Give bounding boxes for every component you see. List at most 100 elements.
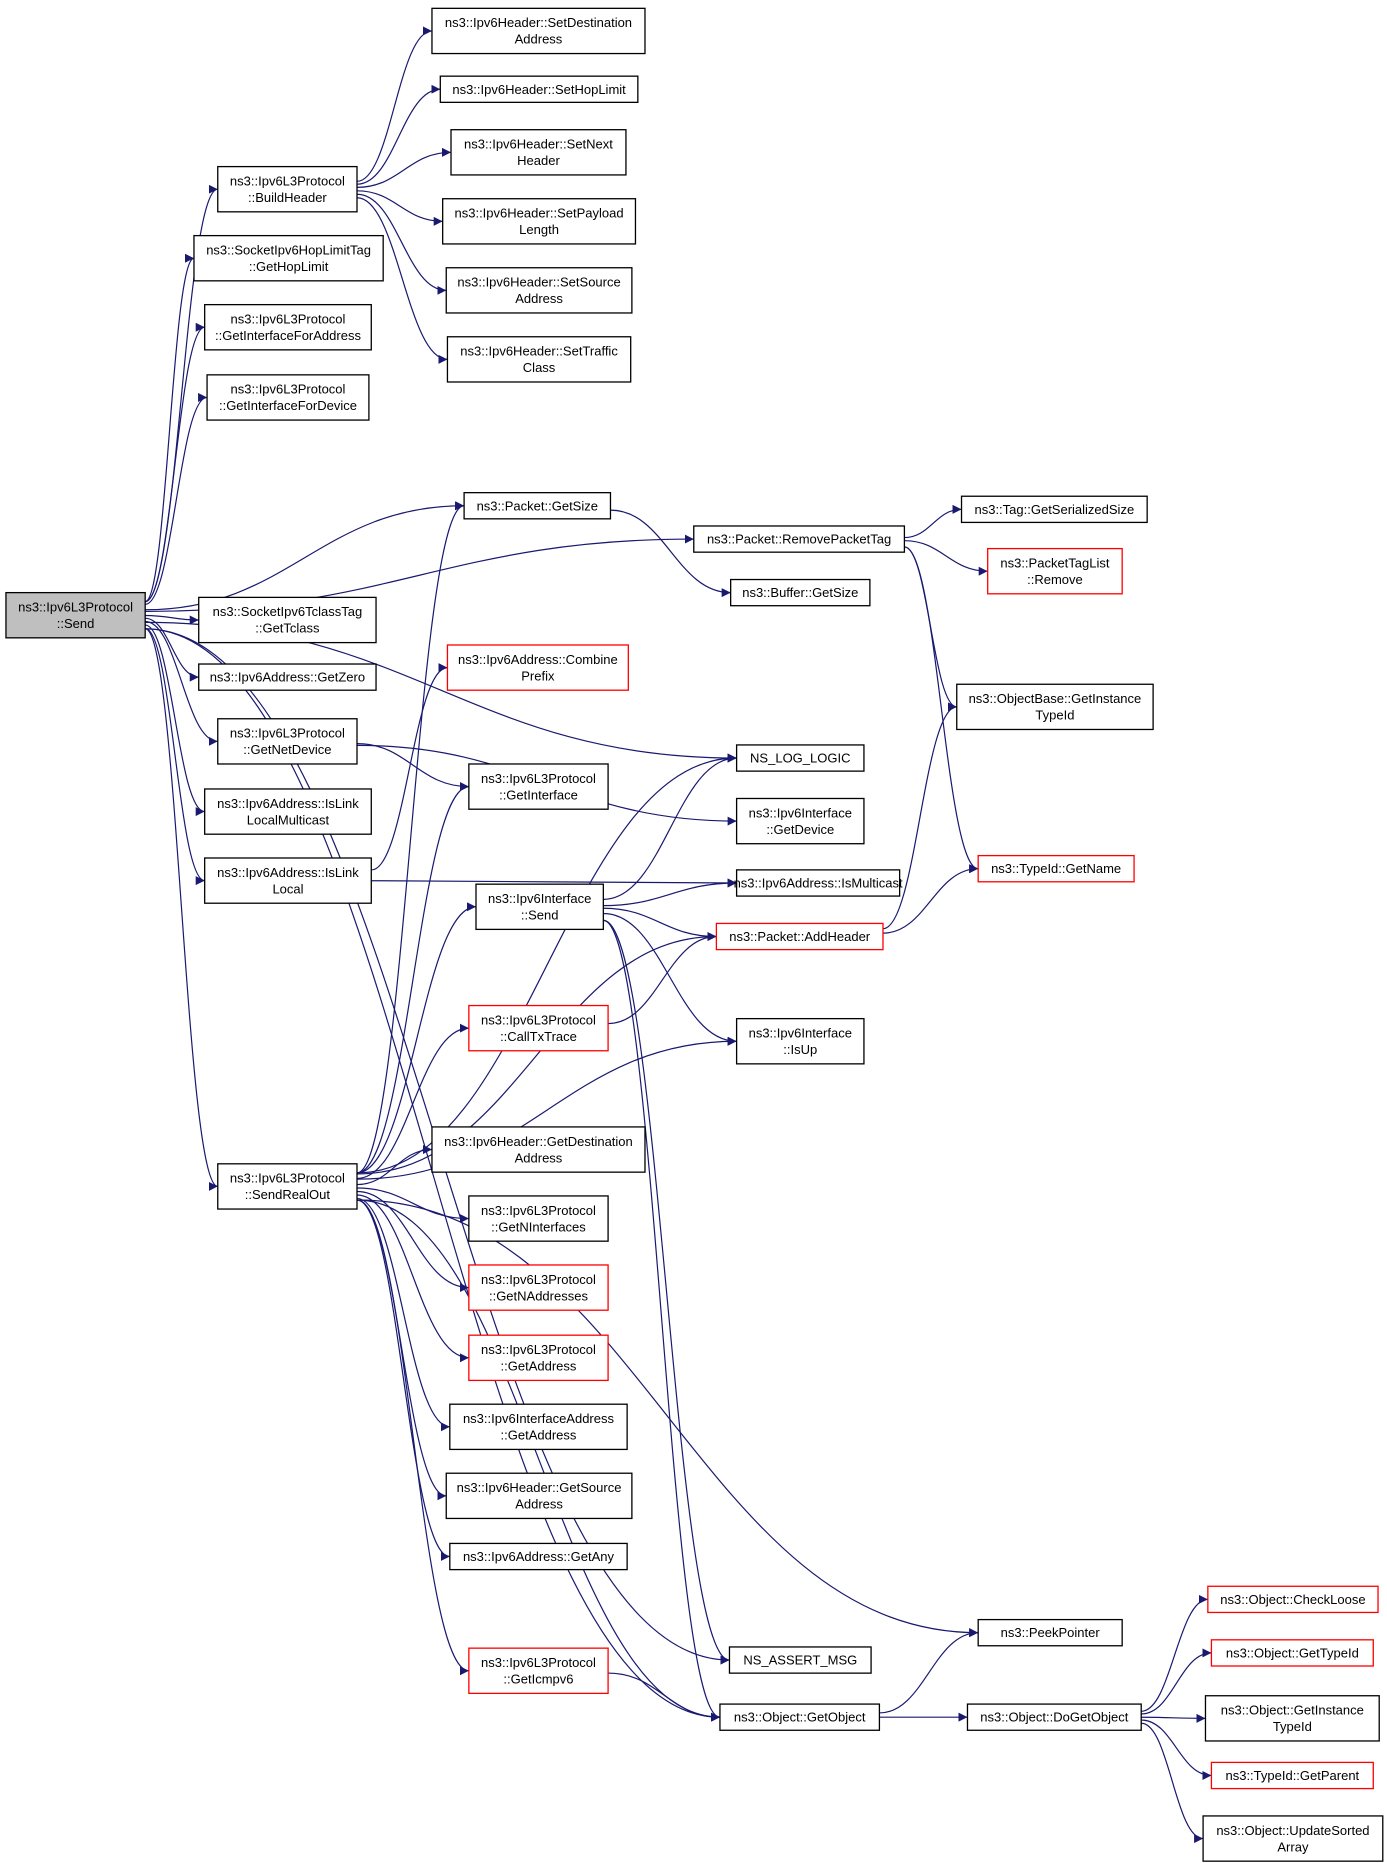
node-getHopLimit[interactable]: ns3::SocketIpv6HopLimitTag::GetHopLimit — [193, 234, 384, 282]
node-tagSerSize[interactable]: ns3::Tag::GetSerializedSize — [960, 495, 1148, 524]
node-box — [450, 129, 627, 176]
node-getZero[interactable]: ns3::Ipv6Address::GetZero — [198, 663, 377, 691]
node-label: ns3::Ipv6L3Protocol — [481, 771, 596, 786]
node-addHeader[interactable]: ns3::Packet::AddHeader — [715, 922, 884, 951]
node-ifSend[interactable]: ns3::Ipv6Interface::Send — [475, 883, 604, 931]
node-getIfForAddress[interactable]: ns3::Ipv6L3Protocol::GetInterfaceForAddr… — [204, 303, 372, 351]
node-label: ::GetNAddresses — [489, 1288, 588, 1303]
node-getNetDevice[interactable]: ns3::Ipv6L3Protocol::GetNetDevice — [217, 718, 358, 765]
call-edge-buildHeader-to-setHopLimit — [356, 84, 441, 185]
node-label: ::GetInterface — [499, 787, 578, 802]
node-label: LocalMulticast — [247, 812, 330, 827]
node-pktGetSize[interactable]: ns3::Packet::GetSize — [463, 492, 612, 520]
call-edge-ifSend-to-nsAssertMsg — [603, 919, 730, 1665]
call-edge-sendRealOut-to-pktGetSize — [356, 501, 465, 1174]
call-edge-send-to-getZero — [145, 617, 199, 682]
node-box — [431, 7, 646, 55]
node-box — [445, 267, 633, 314]
node-box — [977, 854, 1135, 883]
node-label: ns3::Ipv6Header::SetDestination — [445, 15, 632, 30]
node-getAny[interactable]: ns3::Ipv6Address::GetAny — [449, 1542, 628, 1571]
node-box — [719, 1703, 881, 1731]
node-box — [468, 1647, 609, 1695]
node-label: ::GetAddress — [501, 1359, 577, 1374]
node-label: Class — [523, 360, 556, 375]
node-bufGetSize[interactable]: ns3::Buffer::GetSize — [730, 578, 871, 607]
node-label: ::GetInterfaceForAddress — [215, 328, 361, 343]
node-label: ::SendRealOut — [245, 1187, 331, 1202]
node-label: Address — [515, 291, 563, 306]
node-buildHeader[interactable]: ns3::Ipv6L3Protocol::BuildHeader — [217, 165, 358, 213]
node-send[interactable]: ns3::Ipv6L3Protocol::Send — [5, 591, 146, 639]
call-edge-ifSend-to-nsLogLogic — [603, 753, 737, 900]
call-edge-removeTag-to-tagListRemove — [904, 540, 988, 576]
node-getObject[interactable]: ns3::Object::GetObject — [719, 1703, 881, 1731]
node-checkLoose[interactable]: ns3::Object::CheckLoose — [1207, 1585, 1379, 1614]
node-getInterface[interactable]: ns3::Ipv6L3Protocol::GetInterface — [468, 763, 609, 810]
call-edge-sendRealOut-to-getNAddr — [356, 1190, 469, 1293]
node-label: Address — [515, 1150, 563, 1165]
node-box — [468, 1004, 609, 1052]
call-edge-send-to-pktGetSize — [145, 501, 465, 611]
node-doGetObject[interactable]: ns3::Object::DoGetObject — [966, 1703, 1142, 1731]
node-label: Local — [272, 881, 303, 896]
node-sendRealOut[interactable]: ns3::Ipv6L3Protocol::SendRealOut — [217, 1163, 358, 1210]
node-label: ns3::Packet::AddHeader — [729, 929, 871, 944]
node-label: ns3::SocketIpv6TclassTag — [213, 604, 363, 619]
call-edge-send-to-getIfForAddress — [144, 322, 205, 603]
node-nsAssertMsg[interactable]: NS_ASSERT_MSG — [728, 1646, 872, 1674]
node-label: ns3::ObjectBase::GetInstance — [969, 691, 1142, 706]
node-box — [468, 1195, 609, 1242]
node-peekPointer[interactable]: ns3::PeekPointer — [977, 1618, 1123, 1647]
node-getNIf[interactable]: ns3::Ipv6L3Protocol::GetNInterfaces — [468, 1195, 609, 1242]
node-box — [204, 303, 372, 351]
node-getIfForDevice[interactable]: ns3::Ipv6L3Protocol::GetInterfaceForDevi… — [206, 374, 370, 421]
node-box — [446, 644, 629, 691]
node-removeTag[interactable]: ns3::Packet::RemovePacketTag — [693, 525, 906, 553]
node-getNAddr[interactable]: ns3::Ipv6L3Protocol::GetNAddresses — [468, 1264, 609, 1311]
node-ifIsUp[interactable]: ns3::Ipv6Interface::IsUp — [735, 1017, 865, 1065]
node-box — [463, 492, 612, 520]
node-label: ns3::Ipv6L3Protocol — [231, 382, 346, 397]
node-typeIdGetName[interactable]: ns3::TypeId::GetName — [977, 854, 1135, 883]
node-box — [1204, 1695, 1380, 1742]
node-tagListRemove[interactable]: ns3::PacketTagList::Remove — [987, 547, 1123, 595]
node-label: ns3::Ipv6L3Protocol — [230, 1171, 345, 1186]
node-ifaGetAddress[interactable]: ns3::Ipv6InterfaceAddress::GetAddress — [449, 1403, 628, 1451]
call-edge-send-to-getTclass — [145, 614, 199, 625]
node-getAddress[interactable]: ns3::Ipv6L3Protocol::GetAddress — [468, 1334, 609, 1382]
node-box — [5, 591, 146, 639]
call-edge-sendRealOut-to-ifaGetAddress — [356, 1197, 450, 1432]
node-isMulticast[interactable]: ns3::Ipv6Address::IsMulticast — [734, 869, 903, 897]
call-edge-doGetObject-to-checkLoose — [1141, 1594, 1208, 1712]
node-objGetTypeId[interactable]: ns3::Object::GetTypeId — [1210, 1639, 1374, 1667]
node-getTclass[interactable]: ns3::SocketIpv6TclassTag::GetTclass — [198, 596, 377, 644]
function-nodes: ns3::Ipv6L3Protocol::Sendns3::Ipv6L3Prot… — [5, 7, 1384, 1862]
node-label: Address — [515, 32, 563, 47]
node-callTxTrace[interactable]: ns3::Ipv6L3Protocol::CallTxTrace — [468, 1004, 609, 1052]
call-edge-buildHeader-to-setDest — [356, 26, 433, 182]
node-getIcmpv6[interactable]: ns3::Ipv6L3Protocol::GetIcmpv6 — [468, 1647, 609, 1695]
node-setHopLimit[interactable]: ns3::Ipv6Header::SetHopLimit — [439, 75, 639, 103]
node-nsLogLogic[interactable]: NS_LOG_LOGIC — [735, 744, 865, 772]
node-ifGetDevice[interactable]: ns3::Ipv6Interface::GetDevice — [735, 797, 865, 845]
call-edge-callTxTrace-to-addHeader — [608, 932, 717, 1025]
node-typeIdParent[interactable]: ns3::TypeId::GetParent — [1210, 1761, 1374, 1790]
call-edge-ifSend-to-getObject — [603, 919, 721, 1722]
node-box — [217, 718, 358, 765]
node-label: Length — [519, 222, 559, 237]
node-box — [1210, 1639, 1374, 1667]
